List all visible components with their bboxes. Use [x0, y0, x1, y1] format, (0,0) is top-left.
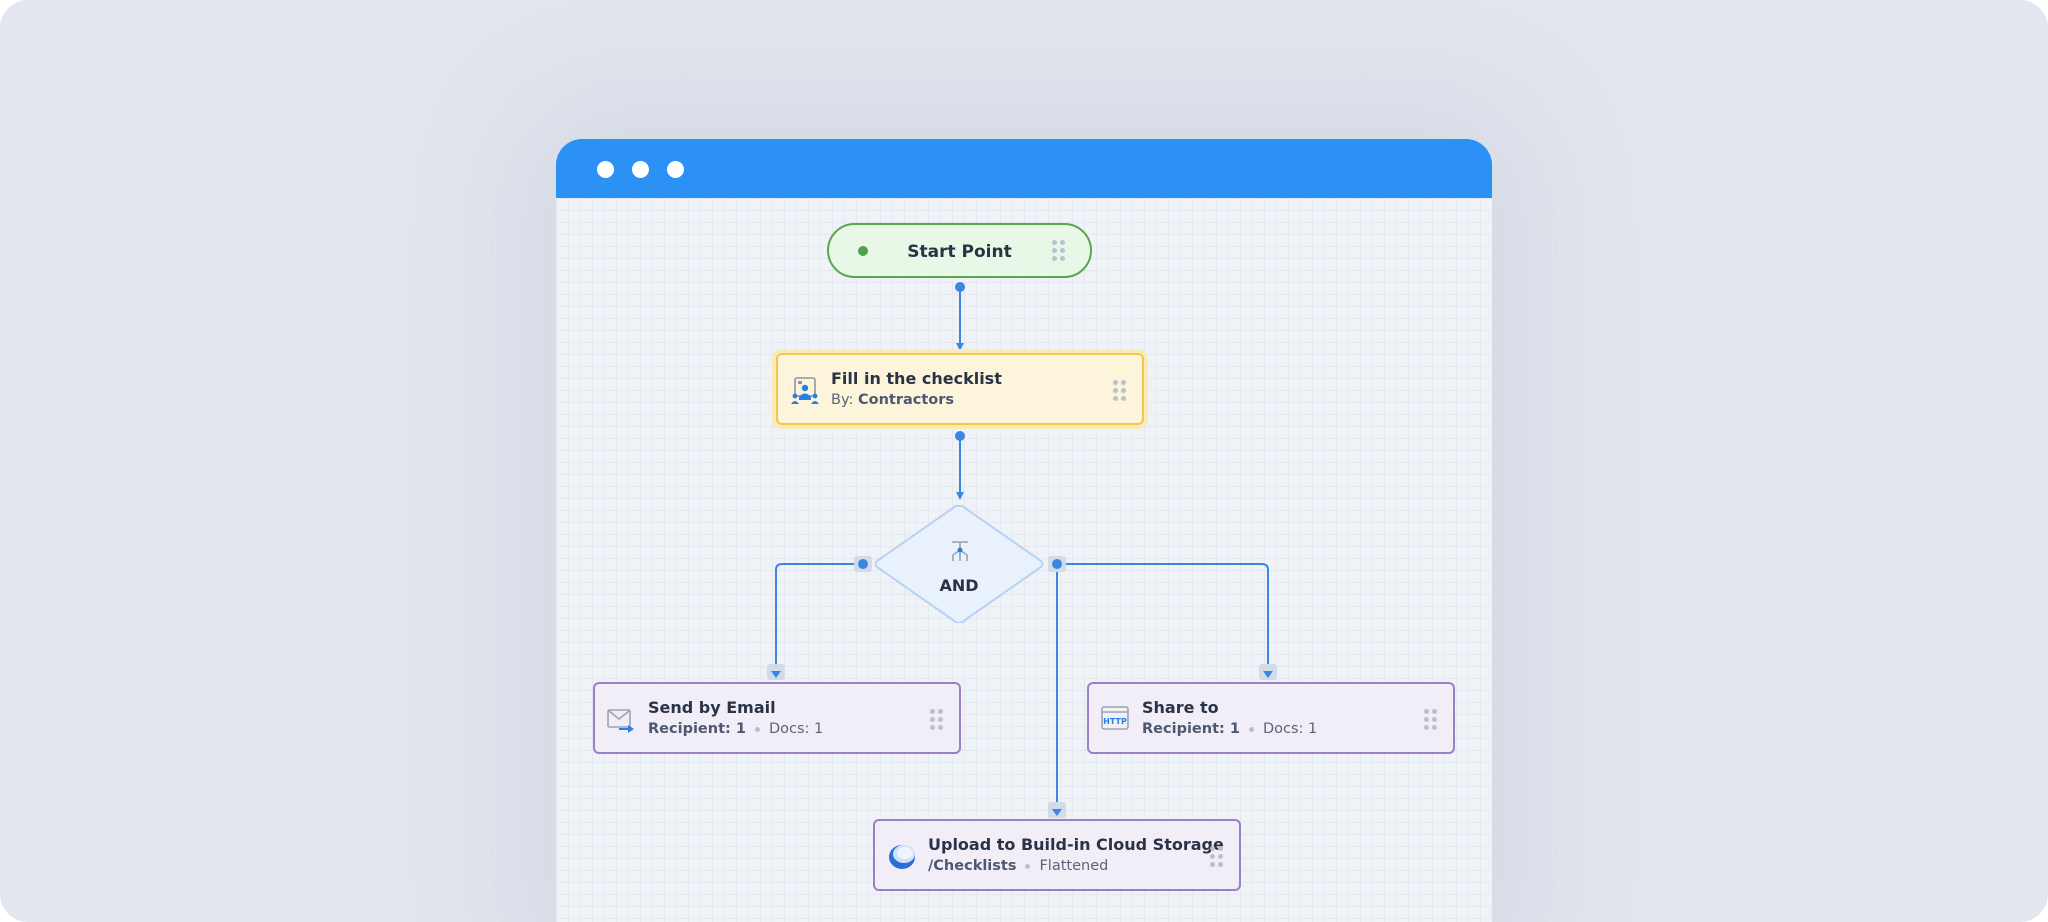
flow-connectors [772, 282, 1272, 815]
people-checklist-icon [791, 377, 819, 404]
edge-gateway-to-email [772, 563, 863, 678]
edge-gateway-to-share [1057, 563, 1272, 678]
upload-cloud-node[interactable]: Upload to Build-in Cloud Storage /Checkl… [873, 819, 1241, 891]
window-dot-2[interactable] [632, 161, 649, 178]
drag-handle-icon[interactable] [1113, 380, 1127, 401]
fill-checklist-title: Fill in the checklist [831, 369, 1002, 388]
start-status-dot [858, 246, 868, 256]
fill-checklist-assignee: By: Contractors [831, 392, 955, 408]
envelope-send-icon [607, 709, 634, 733]
and-gateway-node[interactable]: AND [874, 505, 1044, 623]
upload-title: Upload to Build-in Cloud Storage [928, 835, 1224, 854]
drag-handle-icon[interactable] [930, 709, 944, 730]
drag-handle-icon[interactable] [1052, 240, 1066, 261]
window-dot-1[interactable] [597, 161, 614, 178]
start-point-node[interactable]: Start Point [827, 223, 1092, 278]
drag-handle-icon[interactable] [1210, 846, 1224, 867]
upload-port-in[interactable] [1048, 802, 1066, 818]
share-to-title: Share to [1142, 698, 1219, 717]
flow-canvas[interactable]: Start Point F [556, 198, 1492, 922]
fill-checklist-node[interactable]: Fill in the checklist By: Contractors [776, 353, 1144, 425]
svg-text:HTTP: HTTP [1103, 717, 1127, 726]
share-port-in[interactable] [1259, 664, 1277, 680]
cloud-storage-icon [889, 845, 915, 869]
port-start-out [955, 282, 965, 292]
gateway-port-left[interactable] [854, 556, 872, 572]
gateway-diamond-shape [874, 505, 1044, 623]
branch-split-icon [952, 541, 968, 561]
window-titlebar [556, 139, 1492, 198]
start-point-label: Start Point [907, 242, 1012, 262]
drag-handle-icon[interactable] [1424, 709, 1438, 730]
app-window: Start Point F [556, 139, 1492, 922]
port-fill-out [955, 431, 965, 441]
gateway-label: AND [939, 576, 979, 595]
window-dot-3[interactable] [667, 161, 684, 178]
email-port-in[interactable] [767, 664, 785, 680]
gateway-port-right[interactable] [1048, 556, 1066, 572]
http-window-icon: HTTP [1101, 706, 1129, 730]
send-email-title: Send by Email [648, 698, 776, 717]
